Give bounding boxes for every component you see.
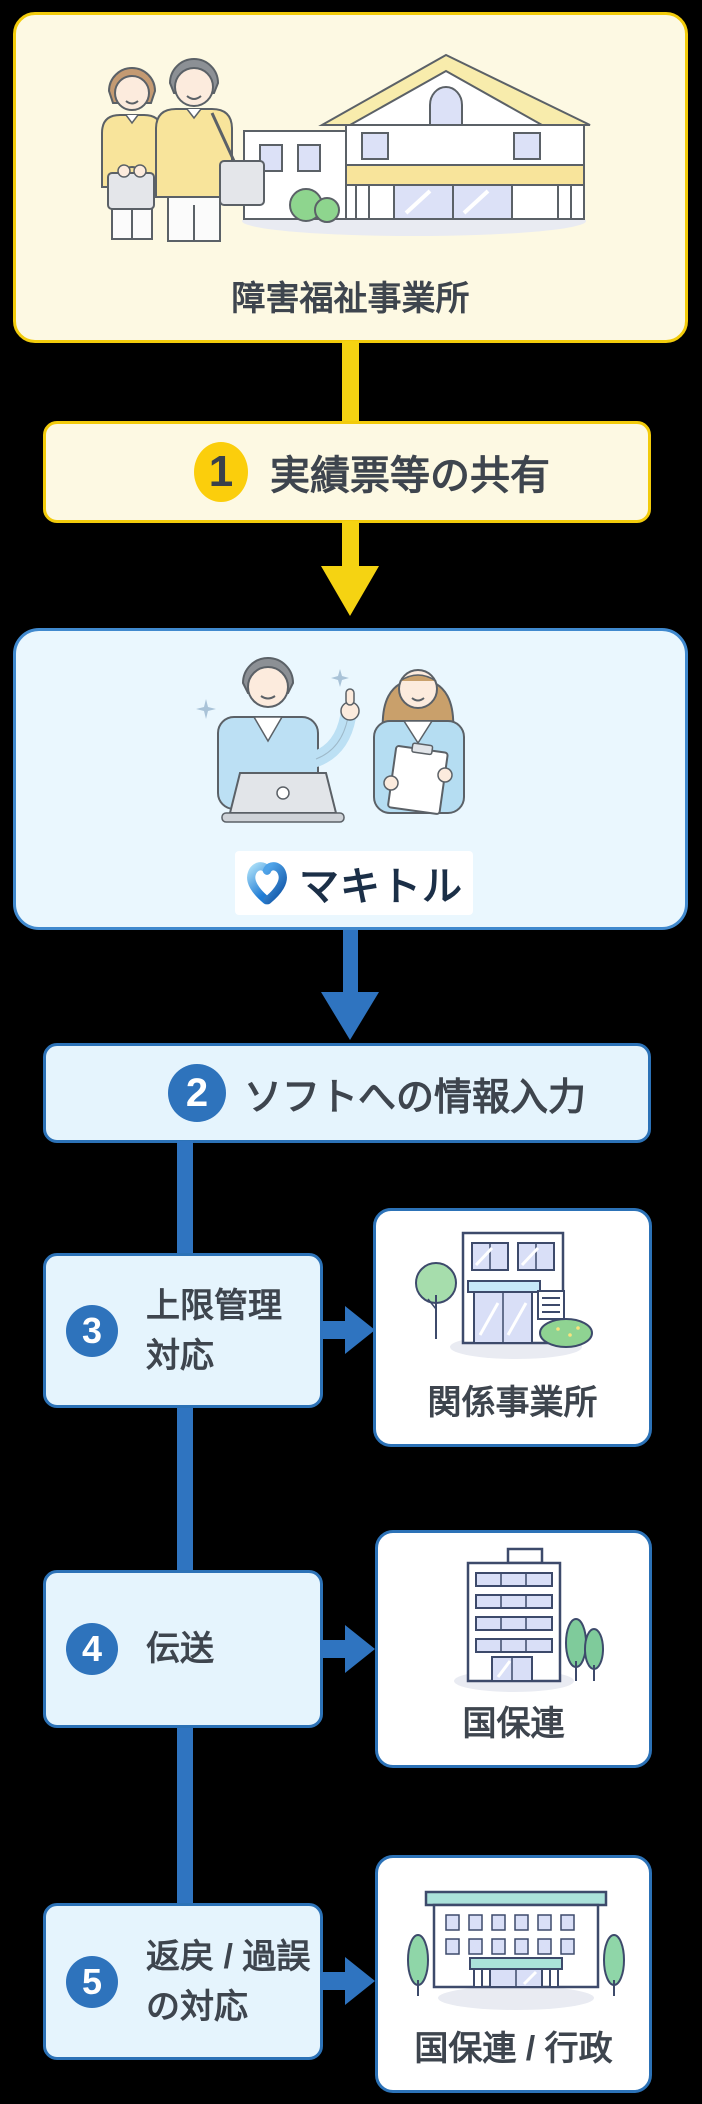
down-arrow-stem-blue	[343, 930, 358, 994]
target-box-kokuhoren: 国保連	[375, 1530, 652, 1768]
down-arrow-stem-yellow-1	[342, 341, 359, 423]
makitoru-logo-text: マキトル	[299, 865, 463, 909]
office-tower-icon	[454, 1547, 604, 1692]
step-2-label: ソフトへの情報入力	[243, 1076, 586, 1119]
step-1-badge: 1	[194, 442, 248, 502]
makitoru-card: マキトル	[13, 628, 688, 930]
target-label-related-offices: 関係事業所	[427, 1384, 598, 1422]
step-5-label: 返戻 / 過誤 の対応	[146, 1932, 310, 2032]
shop-building-icon	[415, 1231, 593, 1359]
target-box-kokuhoren-gyosei: 国保連 / 行政	[375, 1855, 652, 2093]
step-1-label: 実績票等の共有	[270, 454, 550, 498]
right-arrow-head-3	[345, 1306, 375, 1354]
step-5-badge: 5	[66, 1955, 118, 2008]
source-box: 障害福祉事業所	[13, 12, 688, 343]
right-arrow-head-4	[345, 1625, 375, 1673]
step-5-card: 5 返戻 / 過誤 の対応	[43, 1903, 323, 2060]
right-arrow-stem-4	[320, 1640, 346, 1658]
step-5-label-line2: の対応	[146, 1987, 248, 2026]
step-4-badge: 4	[66, 1623, 118, 1675]
makitoru-logo: マキトル	[235, 851, 473, 915]
down-arrow-stem-yellow-2	[342, 521, 359, 569]
source-label: 障害福祉事業所	[231, 280, 470, 318]
step-3-badge: 3	[66, 1304, 118, 1357]
down-arrow-head-blue	[321, 992, 379, 1040]
right-arrow-head-5	[345, 1957, 375, 2005]
target-label-kokuhoren: 国保連	[462, 1705, 565, 1743]
right-arrow-stem-5	[320, 1972, 346, 1990]
down-arrow-head-yellow	[321, 566, 379, 616]
step-5-label-line1: 返戻 / 過誤	[146, 1937, 311, 1976]
makitoru-staff-illustration	[196, 657, 465, 823]
target-box-related-offices: 関係事業所	[373, 1208, 652, 1447]
right-arrow-stem-3	[320, 1321, 346, 1339]
step-2-badge: 2	[167, 1064, 226, 1122]
target-label-kokuhoren-gyosei: 国保連 / 行政	[414, 2030, 613, 2068]
step-2-card: 2 ソフトへの情報入力	[43, 1043, 651, 1143]
welfare-office-illustration	[101, 53, 591, 242]
step-3-label-line1: 上限管理	[146, 1286, 282, 1325]
step-3-label-line2: 対応	[146, 1336, 214, 1375]
step-4-label: 伝送	[146, 1630, 214, 1668]
step-4-card: 4 伝送	[43, 1570, 323, 1728]
step-1-card: 1 実績票等の共有	[43, 421, 651, 523]
step-3-card: 3 上限管理 対応	[43, 1253, 323, 1408]
government-building-icon	[407, 1890, 625, 2010]
step-3-label: 上限管理 対応	[146, 1281, 282, 1381]
makitoru-heart-logo-icon	[247, 862, 287, 905]
